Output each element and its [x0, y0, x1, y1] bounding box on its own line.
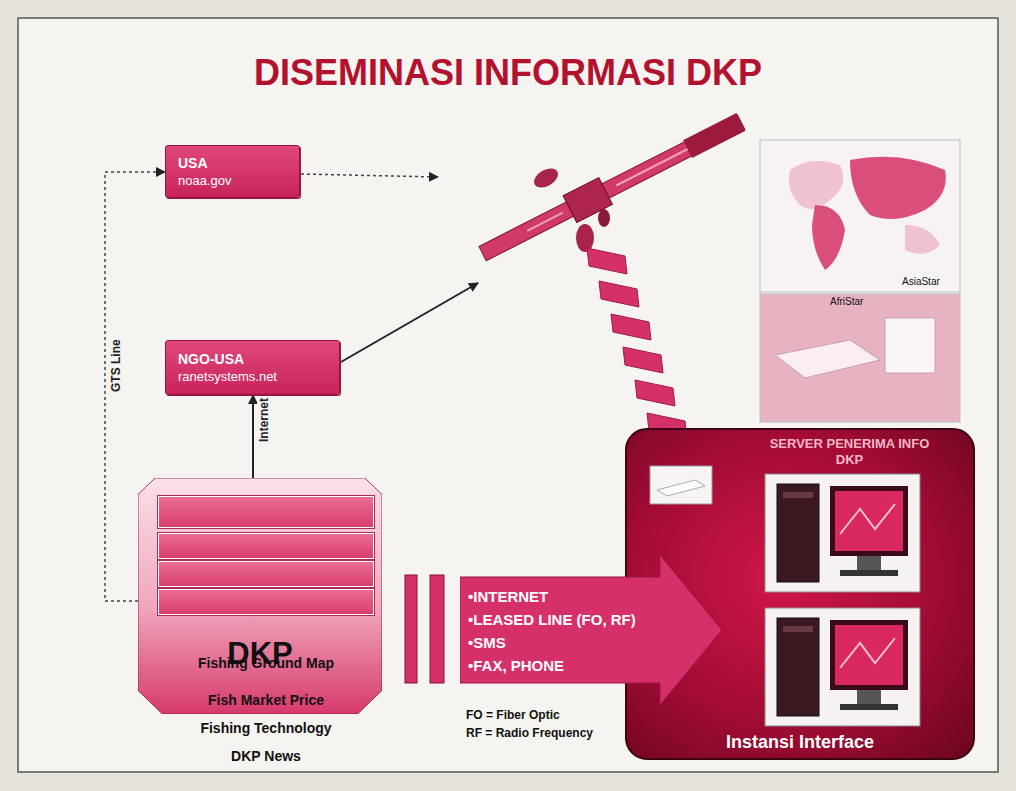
note-label: AsiaStar: [900, 276, 942, 287]
note-label: FO = Fiber Optic: [466, 708, 560, 722]
content-box: Fishing Technology: [158, 561, 374, 587]
diagram-title: DISEMINASI INFORMASI DKP: [0, 52, 1016, 94]
connector: [252, 395, 254, 478]
source-octagon: DKPFishing Ground MapFish Market PriceFi…: [138, 478, 382, 714]
signal-beam: [587, 248, 687, 439]
node-text: Fish Market Price: [159, 692, 373, 708]
content-box: Fish Market Price: [158, 533, 374, 559]
agency-box: NGO-USAranetsystems.net: [165, 340, 340, 395]
channel-bars: [405, 575, 444, 683]
node-text: •SMS: [468, 631, 722, 654]
node-text: Fishing Technology: [159, 720, 373, 736]
channel-arrow: •INTERNET•LEASED LINE (FO, RF)•SMS•FAX, …: [460, 555, 722, 705]
edge-label: GTS Line: [109, 337, 123, 394]
node-text: NGO-USA: [178, 351, 244, 368]
arrow-shape: [460, 555, 722, 705]
dotted-uplink: [301, 174, 438, 177]
node-text: •LEASED LINE (FO, RF): [468, 608, 722, 631]
note-label: AfriStar: [828, 296, 865, 307]
content-box: DKP News: [158, 589, 374, 615]
node-text: •FAX, PHONE: [468, 654, 722, 677]
frame: [18, 18, 998, 772]
agency-box: USAnoaa.gov: [165, 145, 300, 198]
edge-label: Internet: [257, 396, 271, 444]
receiver-photo: [760, 294, 960, 422]
node-text: Fishing Ground Map: [159, 655, 373, 671]
coverage-map: [760, 140, 960, 292]
note-label: RF = Radio Frequency: [466, 726, 593, 740]
node-text: •INTERNET: [468, 585, 722, 608]
node-text: USA: [178, 155, 208, 172]
node-text: ranetsystems.net: [178, 368, 277, 385]
node-text: Instansi Interface: [627, 732, 973, 753]
node-text: noaa.gov: [178, 172, 232, 189]
satellite: [476, 109, 748, 267]
node-text: SERVER PENERIMA INFO DKP: [767, 436, 932, 468]
content-box: Fishing Ground Map: [158, 496, 374, 528]
node-text: DKP News: [159, 748, 373, 764]
uplink-arrow: [341, 283, 478, 362]
